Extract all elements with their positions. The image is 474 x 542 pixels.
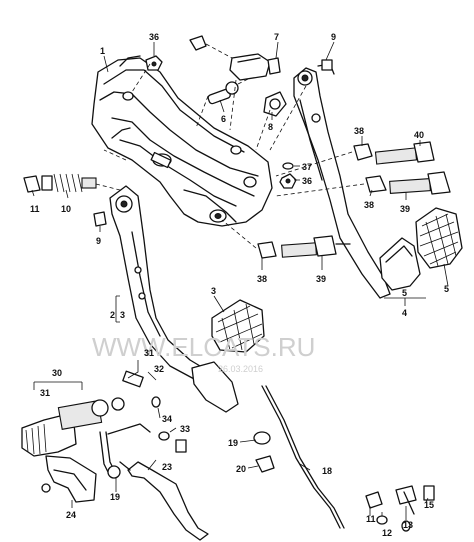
callout-6: 6: [221, 114, 226, 124]
callout-3: 3: [211, 286, 216, 296]
callout-5b: 5: [444, 284, 449, 294]
callout-33: 33: [180, 424, 190, 434]
callout-36: 36: [149, 32, 159, 42]
callout-18: 18: [322, 466, 332, 476]
callout-10: 10: [61, 204, 71, 214]
callout-15: 15: [424, 500, 434, 510]
callout-24: 24: [66, 510, 76, 520]
brake-pedal-arm: [293, 59, 391, 299]
callout-38c: 38: [257, 274, 267, 284]
pedal-bracket: [91, 55, 273, 227]
clutch-pedal: [109, 185, 265, 413]
callout-5: 5: [402, 288, 407, 298]
callout-9b: 9: [96, 236, 101, 246]
callout-numbers: 1 36 7 9 6 8 37 36 38 40 38 39 38 39 11 …: [30, 32, 449, 538]
callout-8: 8: [268, 122, 273, 132]
callout-23: 23: [162, 462, 172, 472]
callout-7: 7: [274, 32, 279, 42]
callout-36b: 36: [302, 176, 312, 186]
callout-9: 9: [331, 32, 336, 42]
over-center-spring: [23, 149, 127, 227]
clutch-master-cylinder: [21, 370, 209, 541]
callout-34: 34: [162, 414, 172, 424]
upper-fasteners: [145, 35, 297, 189]
switches-and-sensors: [257, 141, 451, 259]
callout-2: 2: [110, 310, 115, 320]
callout-30: 30: [52, 368, 62, 378]
callout-13: 13: [403, 520, 413, 530]
callout-11b: 11: [366, 514, 376, 524]
leader-lines: [31, 41, 449, 520]
callout-39: 39: [400, 204, 410, 214]
watermark-text: WWW.ELCATS.RU: [92, 332, 315, 362]
callout-4: 4: [402, 308, 407, 318]
callout-11: 11: [30, 204, 40, 214]
callout-3b: 3: [120, 310, 125, 320]
callout-39b: 39: [316, 274, 326, 284]
assembly-lines: [131, 63, 365, 249]
accelerator-cable: [253, 385, 435, 532]
callout-31b: 31: [144, 348, 154, 358]
callout-40: 40: [414, 130, 424, 140]
callout-20: 20: [236, 464, 246, 474]
callout-37: 37: [302, 162, 312, 172]
callout-1: 1: [100, 46, 105, 56]
callout-38: 38: [354, 126, 364, 136]
callout-19: 19: [110, 492, 120, 502]
watermark-date: 26.03.2016: [218, 364, 263, 374]
callout-12: 12: [382, 528, 392, 538]
callout-32: 32: [154, 364, 164, 374]
callout-19b: 19: [228, 438, 238, 448]
callout-31: 31: [40, 388, 50, 398]
pedal-pads-right: [379, 207, 463, 291]
callout-38b: 38: [364, 200, 374, 210]
